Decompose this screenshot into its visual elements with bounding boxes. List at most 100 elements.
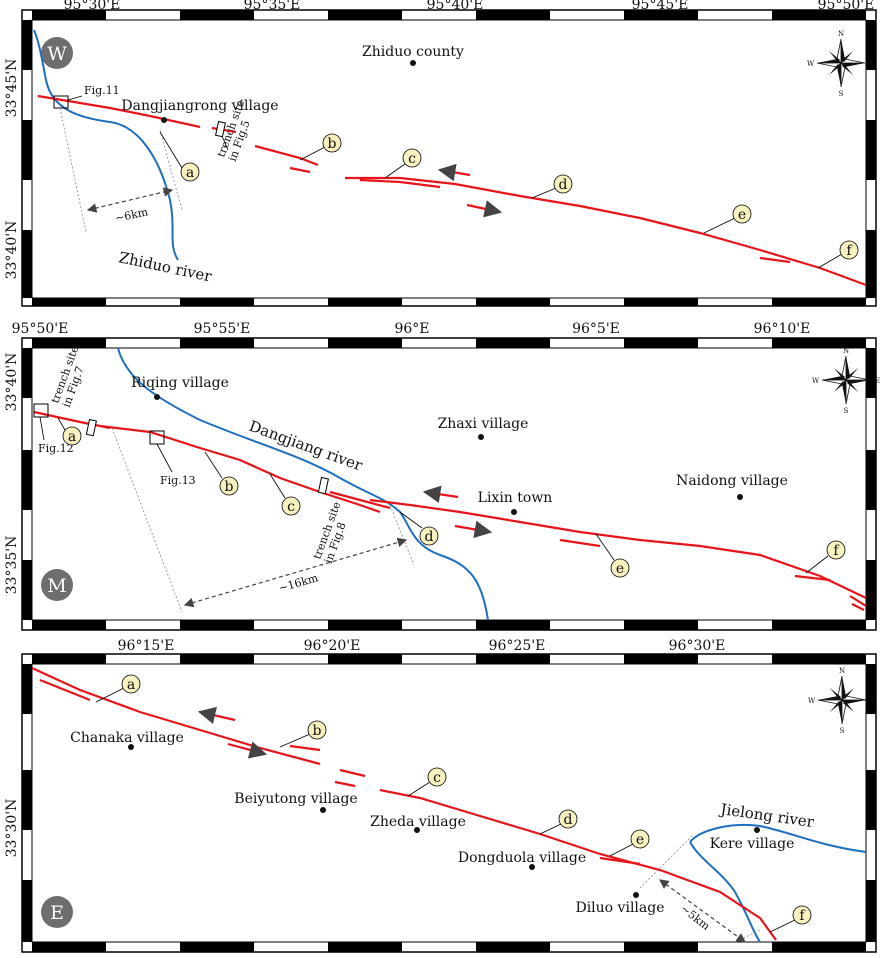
svg-text:f: f xyxy=(799,908,806,924)
lon-tick: 95°50'E xyxy=(818,0,875,13)
lon-tick: 96°E xyxy=(394,321,429,337)
svg-text:W: W xyxy=(808,697,816,705)
lon-tick: 96°30'E xyxy=(669,638,726,654)
place-label: Chanaka village xyxy=(70,730,184,746)
place-label: Zheda village xyxy=(370,814,466,830)
distance-arrow xyxy=(86,187,174,213)
svg-text:E: E xyxy=(871,697,876,705)
fig-label: Fig.13 xyxy=(160,474,196,487)
place-label: Zhaxi village xyxy=(438,416,529,432)
svg-text:E: E xyxy=(870,60,875,68)
place-label: Riqing village xyxy=(131,375,229,391)
svg-text:e: e xyxy=(616,561,624,577)
fig-box xyxy=(33,403,49,418)
segment-markers: a b c d e f xyxy=(95,674,812,933)
svg-text:S: S xyxy=(840,727,845,735)
segment-markers: a b c d e f xyxy=(57,417,846,578)
trench-box xyxy=(317,476,329,495)
lon-tick: 96°15'E xyxy=(118,638,175,654)
fault-trace xyxy=(31,667,777,941)
svg-text:e: e xyxy=(738,207,746,223)
panel-middle: 95°50'E 95°55'E 96°E 96°5'E 96°10'E 33°4… xyxy=(4,321,880,631)
river-line xyxy=(689,824,867,853)
distance-arrow xyxy=(659,879,746,943)
panel-badge xyxy=(41,896,73,928)
svg-text:d: d xyxy=(559,177,568,193)
place-label: Lixin town xyxy=(478,490,553,506)
lon-tick: 96°20'E xyxy=(304,638,361,654)
place-label: Beiyutong village xyxy=(234,791,357,807)
distance-arrow xyxy=(183,537,408,608)
lat-tick: 33°35'N xyxy=(4,536,20,595)
svg-text:d: d xyxy=(564,812,573,828)
slip-arrow xyxy=(437,163,471,182)
fig-label: Fig.12 xyxy=(38,442,74,455)
compass-rose-icon: N S E W xyxy=(807,30,875,98)
lon-tick: 95°35'E xyxy=(244,0,301,13)
river-line xyxy=(117,347,489,621)
slip-arrow xyxy=(422,485,459,504)
panel-west: 95°30'E 95°35'E 95°40'E 95°45'E 95°50'E … xyxy=(4,0,877,307)
svg-text:e: e xyxy=(636,832,644,848)
panel-east: 96°15'E 96°20'E 96°25'E 96°30'E 33°30'N … xyxy=(4,638,877,953)
place-label: Zhiduo county xyxy=(362,44,464,60)
lat-tick: 33°45'N xyxy=(4,59,20,118)
fig-label: Fig.11 xyxy=(84,84,120,97)
fault-trace xyxy=(33,410,867,611)
svg-text:a: a xyxy=(68,429,76,445)
svg-text:N: N xyxy=(843,347,849,355)
place-label: Dangjiangrong village xyxy=(121,98,278,114)
slip-arrow xyxy=(227,741,268,759)
lon-tick: 96°5'E xyxy=(572,321,620,337)
svg-text:c: c xyxy=(433,770,441,786)
lat-tick: 33°30'N xyxy=(4,799,20,858)
svg-text:f: f xyxy=(846,243,853,259)
lon-tick: 95°30'E xyxy=(64,0,121,13)
lat-tick: 33°40'N xyxy=(4,353,20,412)
svg-text:c: c xyxy=(408,151,416,167)
svg-text:b: b xyxy=(328,136,337,152)
lon-tick: 95°40'E xyxy=(427,0,484,13)
svg-text:a: a xyxy=(127,677,135,693)
panel-badge xyxy=(41,569,73,601)
lon-tick: 96°10'E xyxy=(754,321,811,337)
compass-rose-icon: N S E W xyxy=(808,667,876,735)
svg-text:W: W xyxy=(807,60,815,68)
svg-text:N: N xyxy=(839,667,845,675)
compass-rose-icon: N S E W xyxy=(812,347,880,415)
river-line xyxy=(33,29,179,261)
lon-tick: 95°55'E xyxy=(194,321,251,337)
svg-text:f: f xyxy=(833,543,840,559)
place-label: Kere village xyxy=(710,836,795,852)
segment-markers: a b c d e f xyxy=(159,131,859,269)
place-label: Diluo village xyxy=(575,900,664,916)
lon-tick: 96°25'E xyxy=(489,638,546,654)
slip-arrow xyxy=(466,200,503,218)
lon-tick: 95°45'E xyxy=(632,0,689,13)
svg-text:S: S xyxy=(839,90,844,98)
svg-text:b: b xyxy=(313,723,322,739)
svg-text:S: S xyxy=(844,407,849,415)
fault-trace xyxy=(37,94,867,287)
svg-text:N: N xyxy=(838,30,844,38)
place-label: Dongduola village xyxy=(458,850,586,866)
lon-tick: 95°50'E xyxy=(12,321,69,337)
slip-arrow xyxy=(454,520,493,539)
slip-arrow xyxy=(197,706,236,725)
panel-badge-label: M xyxy=(47,575,66,597)
panel-badge-label: E xyxy=(50,902,64,924)
place-label: Naidong village xyxy=(676,473,788,489)
trench-box xyxy=(85,418,97,437)
svg-text:c: c xyxy=(287,499,295,515)
fig-box xyxy=(53,95,69,109)
svg-text:b: b xyxy=(225,479,234,495)
panel-badge xyxy=(41,37,73,69)
svg-text:a: a xyxy=(186,165,194,181)
trench-box xyxy=(215,120,226,138)
panel-badge-label: W xyxy=(47,43,67,65)
lat-tick: 33°40'N xyxy=(4,221,20,280)
svg-text:W: W xyxy=(812,377,820,385)
svg-text:E: E xyxy=(875,377,880,385)
svg-text:d: d xyxy=(425,529,434,545)
